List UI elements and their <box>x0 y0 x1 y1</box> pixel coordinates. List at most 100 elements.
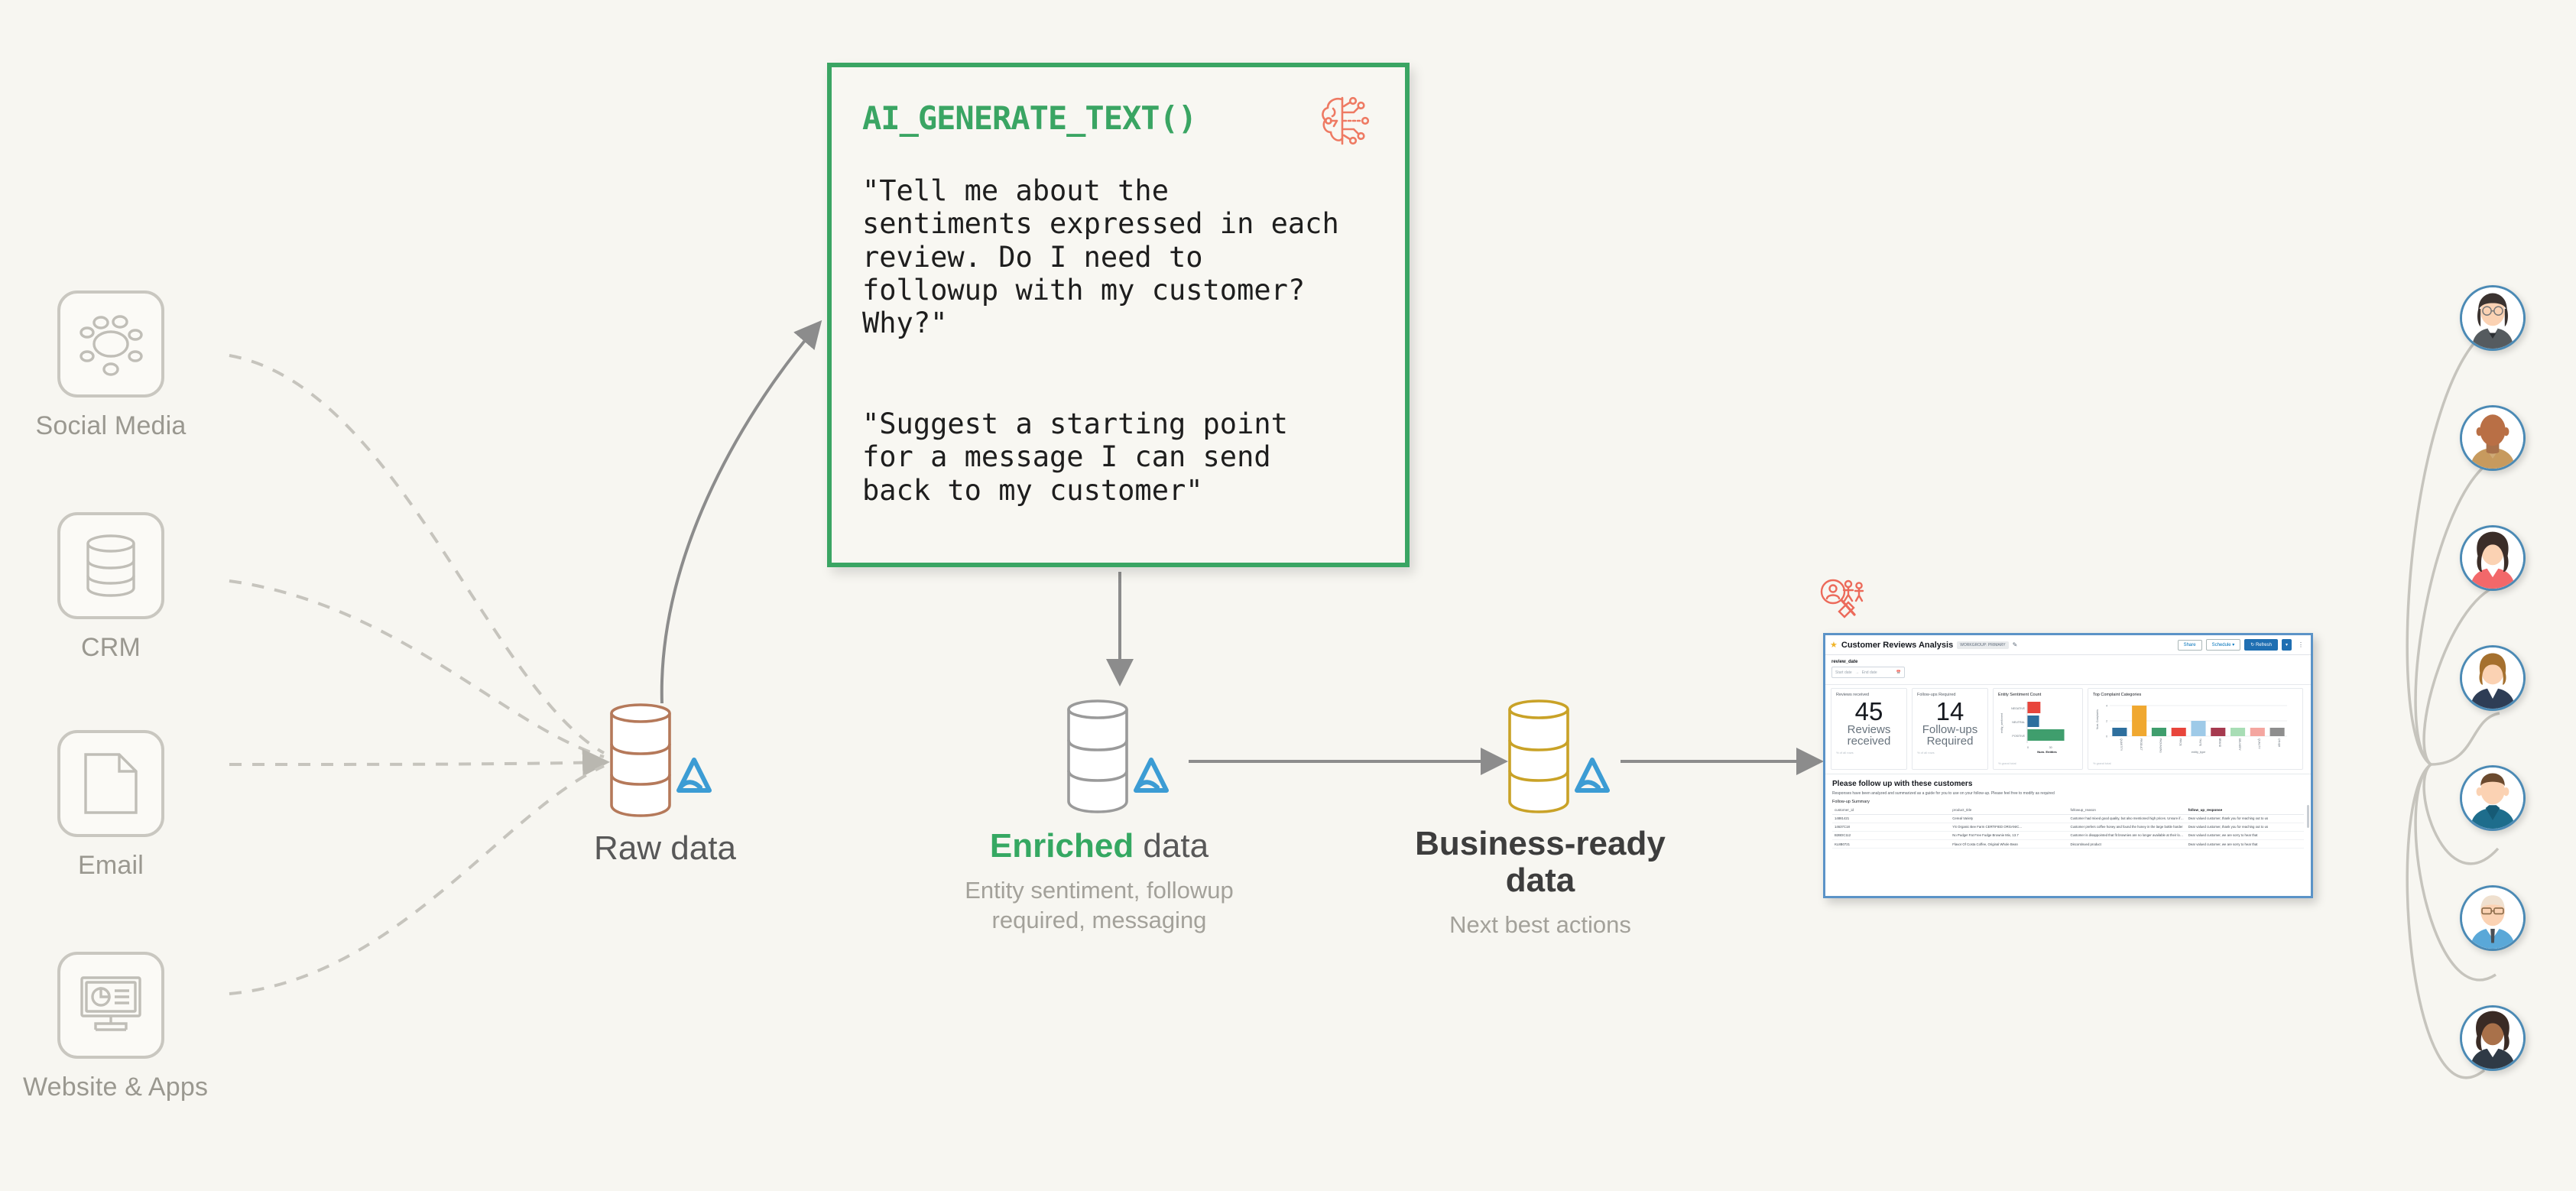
sentiment-bar <box>2027 729 2065 741</box>
table-cell: Flavor Of Costa Coffee, Original Whole B… <box>1950 839 2068 849</box>
table-cell: Dear valued customer, thank you for reac… <box>2185 814 2304 823</box>
more-options-kebab-icon[interactable]: ⋮ <box>2298 641 2304 648</box>
chart-title: Top Complaint Categories <box>2093 693 2142 697</box>
dashboard-topbar: ★ Customer Reviews Analysis WORKGROUP: P… <box>1825 635 2311 655</box>
svg-text:entity_type: entity_type <box>2192 751 2205 754</box>
vertical-scrollbar[interactable] <box>2307 805 2309 828</box>
kpi-footnote: % of all rows <box>1917 750 1935 755</box>
svg-text:Num. Entities: Num. Entities <box>2037 750 2057 754</box>
svg-text:entity_sentiment: entity_sentiment <box>2000 713 2003 733</box>
database-icon <box>57 512 164 619</box>
document-page-icon <box>57 730 164 837</box>
source-email[interactable]: Email <box>23 730 199 881</box>
table-cell: KL8B0721 <box>1832 839 1951 849</box>
pencil-icon[interactable]: ✎ <box>2012 641 2018 648</box>
kpi-value: 14 <box>1935 697 1964 725</box>
ai-function-title: AI_GENERATE_TEXT() <box>862 99 1197 137</box>
customer-avatar-4[interactable] <box>2460 645 2526 711</box>
svg-text:30: 30 <box>2049 746 2052 749</box>
kpi-header: Follow-ups Required <box>1917 693 1956 697</box>
source-crm[interactable]: CRM <box>23 512 199 663</box>
favorite-star-icon[interactable]: ★ <box>1830 641 1838 650</box>
database-cylinder-enriched <box>1067 699 1169 813</box>
table-cell: Dear valued customer, we are sorry to he… <box>2185 839 2304 849</box>
followup-section: Please follow up with these customers Re… <box>1825 774 2311 800</box>
table-cell: B2BDC112 <box>1832 831 1951 841</box>
database-cylinder-business <box>1508 699 1610 813</box>
date-range-input[interactable]: Start date → End date 📅 <box>1831 667 1905 678</box>
athena-logo-icon <box>676 758 712 793</box>
table-cell: Customer is disappointed that fit browni… <box>2068 831 2186 841</box>
complaint-bar <box>2171 728 2186 736</box>
table-cell: 14637C18 <box>1832 823 1951 832</box>
social-network-icon <box>57 290 164 398</box>
raw-data-label-group: Raw data <box>558 829 772 868</box>
kpi-and-chart-row: Reviews received 45 Reviews received % o… <box>1825 685 2311 770</box>
table-cell: Cereal Variety <box>1950 814 2068 823</box>
customer-avatar-7[interactable] <box>2460 1005 2526 1071</box>
enriched-data-node: Enriched data Entity sentiment, followup… <box>965 696 1234 933</box>
svg-text:0: 0 <box>2027 746 2029 749</box>
table-cell: Discontinued product <box>2068 839 2186 849</box>
svg-text:PRICE: PRICE <box>2179 738 2182 746</box>
sentiment-bar <box>2027 702 2041 713</box>
calendar-icon[interactable]: 📅 <box>1896 670 1901 675</box>
source-label: Website & Apps <box>23 1073 209 1102</box>
table-column-header: customer_id <box>1832 806 1951 815</box>
table-column-header: followup_reason <box>2068 806 2186 815</box>
complaint-bar <box>2132 706 2147 736</box>
source-social-media[interactable]: Social Media <box>23 290 199 441</box>
customer-avatar-3[interactable] <box>2460 525 2526 591</box>
customer-avatar-6[interactable] <box>2460 885 2526 951</box>
table-cell: 14881421 <box>1832 814 1951 823</box>
athena-logo-icon <box>1134 758 1169 793</box>
customer-search-icon <box>1818 578 1865 625</box>
kpi-value: 45 <box>1854 697 1883 725</box>
chart-title: Entity Sentiment Count <box>1998 693 2042 697</box>
refresh-button[interactable]: ↻ Refresh <box>2244 639 2278 651</box>
source-website-apps[interactable]: Website & Apps <box>23 952 209 1102</box>
dashboard-title: Customer Reviews Analysis <box>1841 640 1954 650</box>
svg-text:4: 4 <box>2106 705 2107 708</box>
enriched-label-group: Enriched data Entity sentiment, followup… <box>923 827 1275 936</box>
svg-text:TASTE: TASTE <box>2198 738 2201 746</box>
monitor-dashboard-icon <box>57 952 164 1059</box>
table-cell: No Pudge! Fat Free Fudge Brownie Mix, 13… <box>1950 831 2068 841</box>
kpi-caption: Reviews received <box>1847 723 1891 748</box>
section-heading: Please follow up with these customers <box>1832 780 1973 788</box>
svg-text:OTHER: OTHER <box>2277 738 2280 748</box>
kpi-header: Reviews received <box>1836 693 1870 697</box>
svg-text:0: 0 <box>2106 735 2107 738</box>
svg-text:QUALITY: QUALITY <box>2258 738 2261 750</box>
customer-avatar-5[interactable] <box>2460 765 2526 831</box>
table-column-header: product_title <box>1950 806 2068 815</box>
kpi-reviews-received[interactable]: Reviews received 45 Reviews received % o… <box>1831 688 1907 770</box>
quicksight-dashboard[interactable]: ★ Customer Reviews Analysis WORKGROUP: P… <box>1823 633 2313 898</box>
svg-text:Num. Complaints: Num. Complaints <box>2096 709 2099 729</box>
refresh-split-button[interactable]: ▾ <box>2281 639 2292 651</box>
kpi-followups-required[interactable]: Follow-ups Required 14 Follow-ups Requir… <box>1912 688 1988 770</box>
customer-avatar-1[interactable] <box>2460 285 2526 351</box>
enriched-data-title: Enriched data <box>989 827 1209 865</box>
svg-text:PACKAGING: PACKAGING <box>2159 738 2162 753</box>
svg-text:NEUTRAL: NEUTRAL <box>2012 721 2025 724</box>
workgroup-badge: WORKGROUP: PRIMARY <box>1957 641 2009 649</box>
source-label: CRM <box>80 633 141 662</box>
business-ready-label-group: Business-ready data Next best actions <box>1380 825 1701 940</box>
schedule-button[interactable]: Schedule ▾ <box>2205 639 2241 651</box>
svg-text:POSITIVE: POSITIVE <box>2012 735 2025 738</box>
customer-avatar-2[interactable] <box>2460 405 2526 471</box>
raw-data-title: Raw data <box>594 829 736 867</box>
complaint-bar <box>2211 728 2226 736</box>
share-button[interactable]: Share <box>2177 639 2202 651</box>
